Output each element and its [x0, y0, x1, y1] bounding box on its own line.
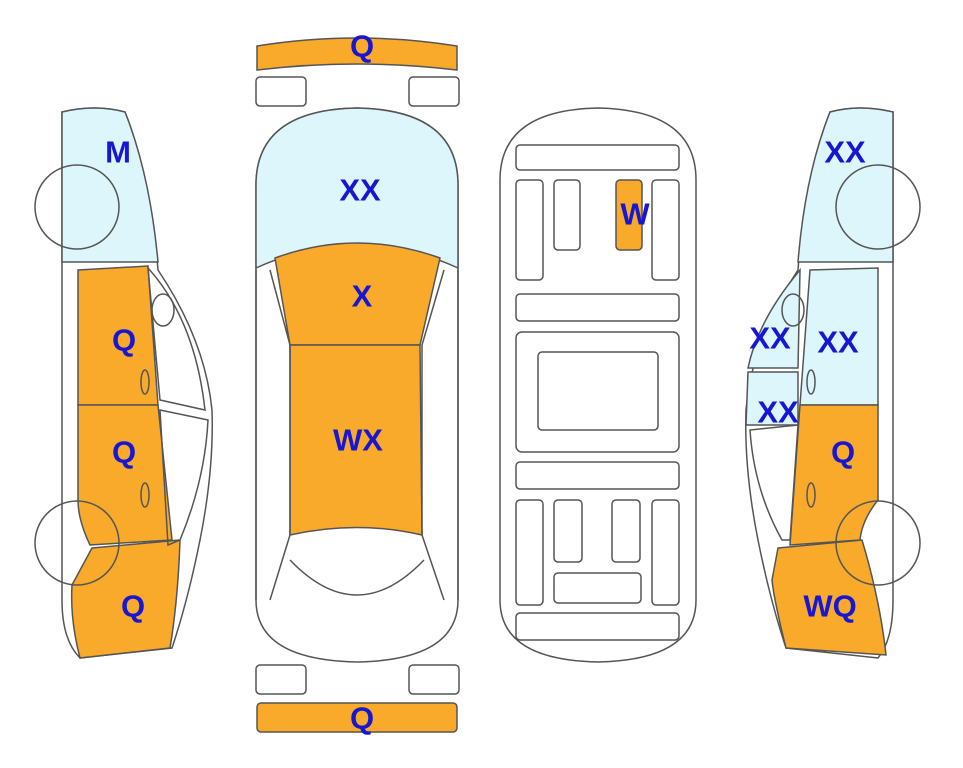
- left-side-view: M Q Q Q: [34, 107, 213, 659]
- underbody-right-rear-mount: [611, 499, 641, 563]
- underbody-front-crossmember: [515, 144, 680, 171]
- right-front-fender-panel[interactable]: [797, 107, 894, 263]
- label-right-front-door: XX: [817, 325, 859, 360]
- left-front-fender-panel[interactable]: [61, 107, 159, 263]
- left-mirror: [151, 293, 175, 327]
- left-pillars: [255, 269, 291, 601]
- label-hood: XX: [339, 173, 381, 208]
- left-front-wheel: [34, 164, 120, 250]
- underbody-left-rear-mount: [553, 499, 583, 563]
- windshield-panel[interactable]: [274, 242, 441, 346]
- label-right-rear-window: XX: [757, 395, 799, 430]
- underbody-left-rail: [515, 179, 544, 281]
- right-headlight: [408, 76, 460, 107]
- left-front-door-handle: [140, 369, 150, 395]
- label-left-front-fender: M: [105, 135, 131, 170]
- label-right-rear-quarter: WQ: [803, 589, 856, 624]
- right-taillight: [408, 664, 460, 695]
- label-rear-bumper: Q: [350, 701, 374, 736]
- rear-bumper-panel[interactable]: [256, 702, 458, 733]
- left-headlight: [255, 76, 307, 107]
- underbody-left-rear-rail: [515, 499, 544, 606]
- right-pillars: [421, 269, 459, 601]
- right-front-wheel: [835, 164, 921, 250]
- front-bumper-panel[interactable]: [256, 37, 458, 71]
- label-front-bumper: Q: [350, 29, 374, 64]
- underbody-tank: [553, 572, 642, 604]
- label-right-front-window: XX: [749, 321, 791, 356]
- label-left-rear-quarter: Q: [121, 589, 145, 624]
- right-rear-door-panel[interactable]: [789, 404, 879, 546]
- top-view: Q XX X WX Q: [255, 29, 460, 736]
- underbody-floor-frame: [515, 331, 680, 453]
- underbody-left-mount: [553, 179, 581, 251]
- left-front-window-outline: [147, 265, 206, 411]
- right-rear-quarter-panel[interactable]: [771, 539, 887, 656]
- underbody-right-rail: [651, 179, 680, 281]
- label-underbody-part: W: [620, 197, 650, 232]
- right-front-door-handle: [806, 369, 816, 395]
- right-front-window-panel[interactable]: [747, 267, 801, 369]
- left-rear-door-panel[interactable]: [77, 404, 173, 546]
- right-rear-door-handle: [806, 482, 816, 508]
- right-rear-wheel: [835, 500, 921, 586]
- label-left-rear-door: Q: [112, 435, 136, 470]
- left-rear-quarter-panel[interactable]: [70, 539, 181, 659]
- label-right-rear-door: Q: [831, 435, 855, 470]
- underbody-floor-pan: [537, 351, 659, 431]
- right-mirror: [781, 293, 805, 327]
- label-right-front-fender: XX: [824, 135, 866, 170]
- left-taillight: [255, 664, 307, 695]
- label-windshield: X: [352, 279, 373, 314]
- rear-window-outline: [289, 559, 425, 596]
- left-rear-wheel: [34, 500, 120, 586]
- underbody-outline: [499, 107, 697, 663]
- label-roof: WX: [333, 423, 383, 458]
- underbody-view: W: [499, 107, 697, 663]
- underbody-mid-crossmember: [515, 293, 680, 322]
- underbody-damaged-part[interactable]: [615, 179, 643, 251]
- right-side-view: XX XX XX XX Q WQ: [745, 107, 921, 659]
- underbody-right-rear-rail: [651, 499, 680, 606]
- underbody-rear-panel: [515, 612, 680, 641]
- left-rear-window-outline: [159, 409, 209, 547]
- left-rear-door-handle: [140, 482, 150, 508]
- right-rear-window-outline: [749, 424, 799, 541]
- underbody-rear-crossmember: [515, 461, 680, 490]
- label-left-front-door: Q: [112, 323, 136, 358]
